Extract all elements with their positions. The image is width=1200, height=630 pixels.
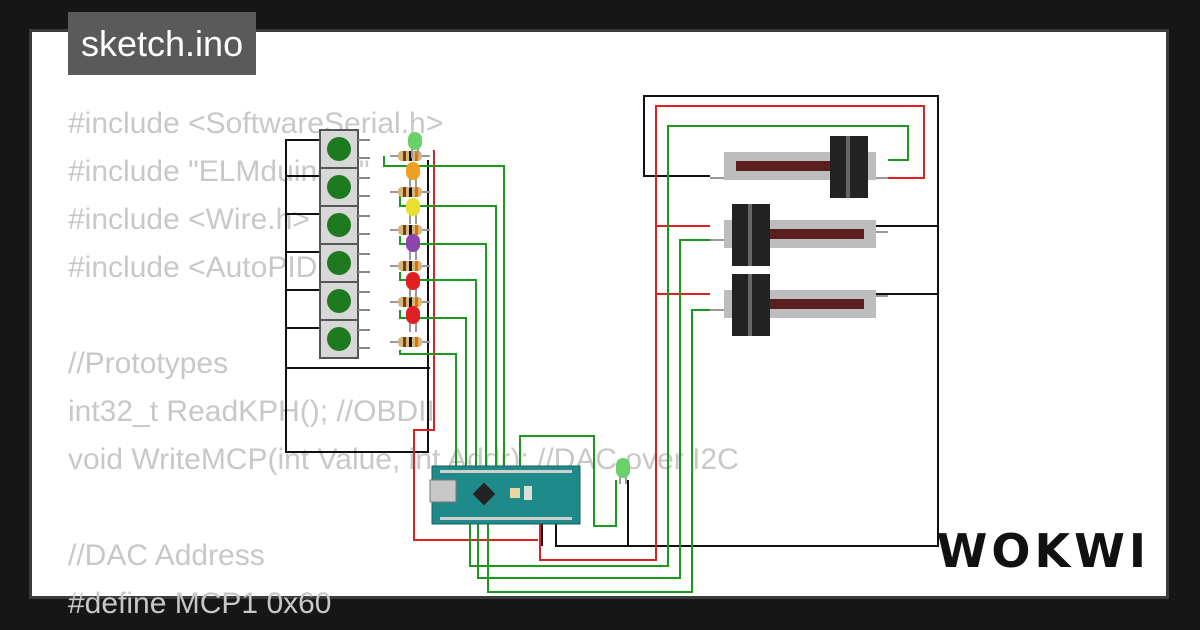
preview-card: #include <SoftwareSerial.h>#include "ELM… [32, 32, 1166, 620]
resistor [390, 225, 430, 235]
resistor [390, 297, 430, 307]
sketch-filename-tab[interactable]: sketch.ino [68, 12, 257, 75]
arduino-nano-board[interactable] [429, 465, 581, 525]
resistor-array [390, 151, 430, 347]
slide-potentiometer[interactable] [710, 136, 888, 198]
pushbutton-array [319, 129, 370, 359]
led-array [406, 132, 422, 332]
pushbutton[interactable] [319, 243, 370, 283]
signal-wires [383, 125, 909, 593]
code-line: //Prototypes [68, 347, 229, 380]
led-yellow[interactable] [406, 198, 420, 224]
led-orange[interactable] [406, 162, 420, 188]
pushbutton[interactable] [319, 319, 370, 359]
resistor [390, 187, 430, 197]
resistor [390, 151, 430, 161]
code-line: #include <SoftwareSerial.h> [68, 107, 444, 140]
slide-potentiometer[interactable] [710, 274, 888, 336]
code-line: #include <Wire.h> [68, 203, 310, 236]
resistor [390, 261, 430, 271]
led-green[interactable] [408, 132, 422, 158]
pot-ground-wires [541, 95, 939, 547]
power-wires [413, 105, 925, 561]
led-red[interactable] [406, 272, 420, 298]
pushbutton[interactable] [319, 281, 370, 321]
code-line: //DAC Address [68, 539, 265, 572]
status-led[interactable] [616, 458, 630, 484]
wokwi-logo: WOKWI [936, 524, 1150, 578]
pushbutton[interactable] [319, 167, 370, 207]
led-red[interactable] [406, 306, 420, 332]
code-preview: #include <SoftwareSerial.h>#include "ELM… [68, 100, 739, 628]
code-line: int32_t ReadKPH(); //OBDII [68, 395, 435, 428]
code-line: #define MCP1 0x60 [68, 587, 332, 620]
pushbutton[interactable] [319, 205, 370, 245]
pushbutton[interactable] [319, 129, 370, 169]
resistor [390, 337, 430, 347]
slide-potentiometer[interactable] [710, 204, 888, 266]
code-line: void WriteMCP(int Value, int Addr); //DA… [68, 443, 739, 476]
led-purple[interactable] [406, 234, 420, 260]
